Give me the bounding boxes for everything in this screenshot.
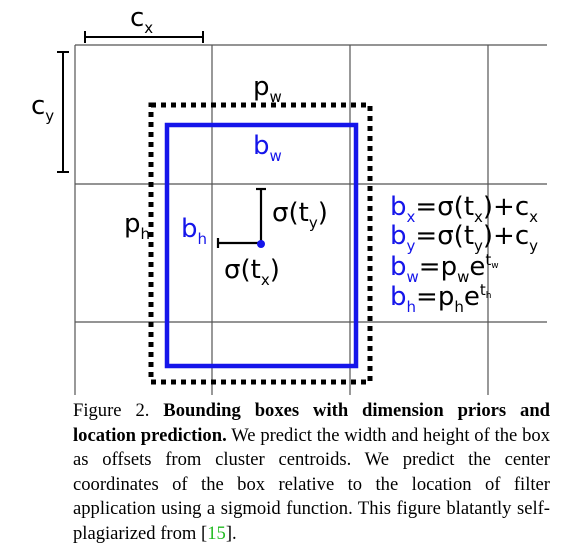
center-point: [257, 240, 265, 248]
prior-box: [148, 102, 373, 385]
pw-label: pw: [253, 72, 282, 106]
citation-link[interactable]: 15: [207, 522, 226, 544]
grid: [74, 44, 547, 395]
equation-by: by=σ(ty)+cy: [390, 221, 538, 255]
cy-label: cy: [31, 91, 54, 125]
equations: bx=σ(tx)+cx by=σ(ty)+cy bw=pwetw bh=phet…: [390, 192, 538, 316]
predicted-box: [164, 122, 359, 369]
caption-title: Bounding boxes with dimension priors and…: [73, 400, 550, 446]
equation-bw: bw=pwetw: [390, 251, 499, 286]
caption-body: We predict the width and height of the b…: [73, 424, 551, 544]
cy-dimension: [57, 51, 69, 173]
bounding-box-diagram: cx cy pw ph bw bh σ(ty) σ(tx) bx=σ(tx)+c…: [31, 3, 547, 395]
figure-caption: Figure 2. Bounding boxes with dimension …: [73, 399, 550, 546]
bw-label: bw: [253, 131, 282, 165]
cx-label: cx: [130, 3, 153, 37]
equation-bx: bx=σ(tx)+cx: [390, 192, 538, 226]
sigma-ty-label: σ(ty): [272, 198, 328, 232]
caption-end: ].: [225, 522, 237, 544]
equation-bh: bh=pheth: [390, 281, 491, 316]
ph-label: ph: [124, 209, 150, 243]
offset-markers: [216, 187, 266, 248]
sigma-tx-label: σ(tx): [224, 255, 280, 289]
figure-label: Figure 2.: [73, 400, 150, 421]
bh-label: bh: [181, 214, 207, 248]
cx-dimension: [84, 31, 204, 43]
